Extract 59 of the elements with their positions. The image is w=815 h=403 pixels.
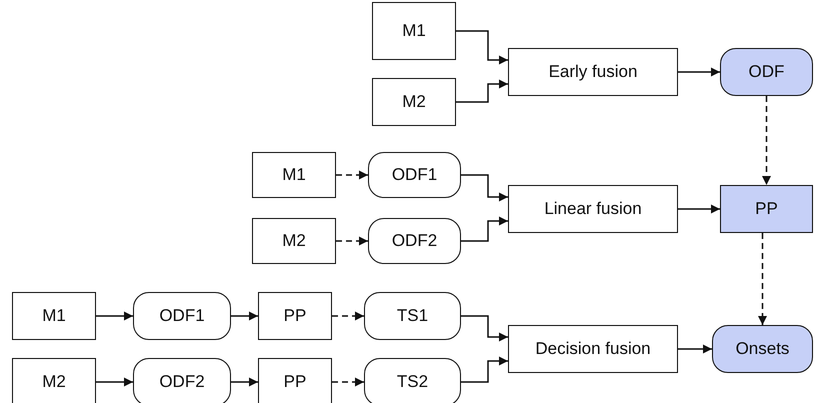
node-label: M1 bbox=[42, 306, 66, 326]
rounded-box bbox=[133, 358, 231, 403]
node-label: M1 bbox=[402, 21, 426, 41]
arrow bbox=[461, 174, 508, 202]
node-label: TS1 bbox=[396, 306, 428, 326]
process-box bbox=[258, 358, 332, 403]
node-label: PP bbox=[284, 306, 306, 326]
node-label: ODF2 bbox=[392, 231, 438, 251]
process-box bbox=[372, 2, 456, 60]
rounded-box bbox=[368, 218, 461, 264]
arrow bbox=[231, 312, 258, 320]
arrow bbox=[678, 344, 712, 354]
node-label: ODF1 bbox=[392, 165, 438, 185]
node-label: PP bbox=[284, 372, 306, 392]
rounded-box bbox=[712, 325, 813, 373]
node-label: PP bbox=[755, 199, 778, 219]
arrow bbox=[332, 312, 364, 320]
node-label: Early fusion bbox=[548, 62, 638, 82]
arrow bbox=[231, 378, 258, 386]
rounded-box bbox=[720, 48, 813, 96]
rounded-box bbox=[364, 358, 461, 403]
node-label: TS2 bbox=[396, 372, 428, 392]
arrow bbox=[678, 68, 720, 76]
node-label: Decision fusion bbox=[535, 339, 651, 359]
arrow bbox=[336, 236, 368, 246]
arrow bbox=[96, 312, 133, 320]
process-box bbox=[508, 185, 678, 233]
process-box bbox=[252, 152, 336, 198]
process-box bbox=[508, 325, 678, 373]
process-box bbox=[12, 292, 96, 340]
arrow bbox=[332, 378, 364, 386]
arrow bbox=[758, 233, 767, 325]
arrow bbox=[456, 80, 508, 103]
node-label: M2 bbox=[42, 372, 66, 392]
arrow bbox=[678, 204, 720, 214]
process-box bbox=[372, 78, 456, 126]
node-label: ODF1 bbox=[159, 306, 205, 326]
process-box bbox=[508, 48, 678, 96]
node-label: ODF bbox=[748, 62, 784, 82]
rounded-box bbox=[368, 152, 461, 198]
node-label: Onsets bbox=[736, 339, 790, 359]
arrow bbox=[461, 216, 508, 242]
process-box bbox=[12, 358, 96, 403]
node-label: M2 bbox=[402, 92, 426, 112]
node-label: M2 bbox=[282, 231, 306, 251]
arrow bbox=[461, 356, 508, 383]
arrow bbox=[456, 30, 508, 64]
arrow bbox=[461, 315, 508, 342]
rounded-box bbox=[364, 292, 461, 340]
process-box bbox=[720, 185, 813, 233]
process-box bbox=[252, 218, 336, 264]
node-label: M1 bbox=[282, 165, 306, 185]
arrow bbox=[762, 96, 771, 185]
node-label: Linear fusion bbox=[544, 199, 642, 219]
rounded-box bbox=[133, 292, 231, 340]
arrow bbox=[336, 170, 368, 180]
process-box bbox=[258, 292, 332, 340]
arrow bbox=[96, 378, 133, 386]
node-label: ODF2 bbox=[159, 372, 205, 392]
